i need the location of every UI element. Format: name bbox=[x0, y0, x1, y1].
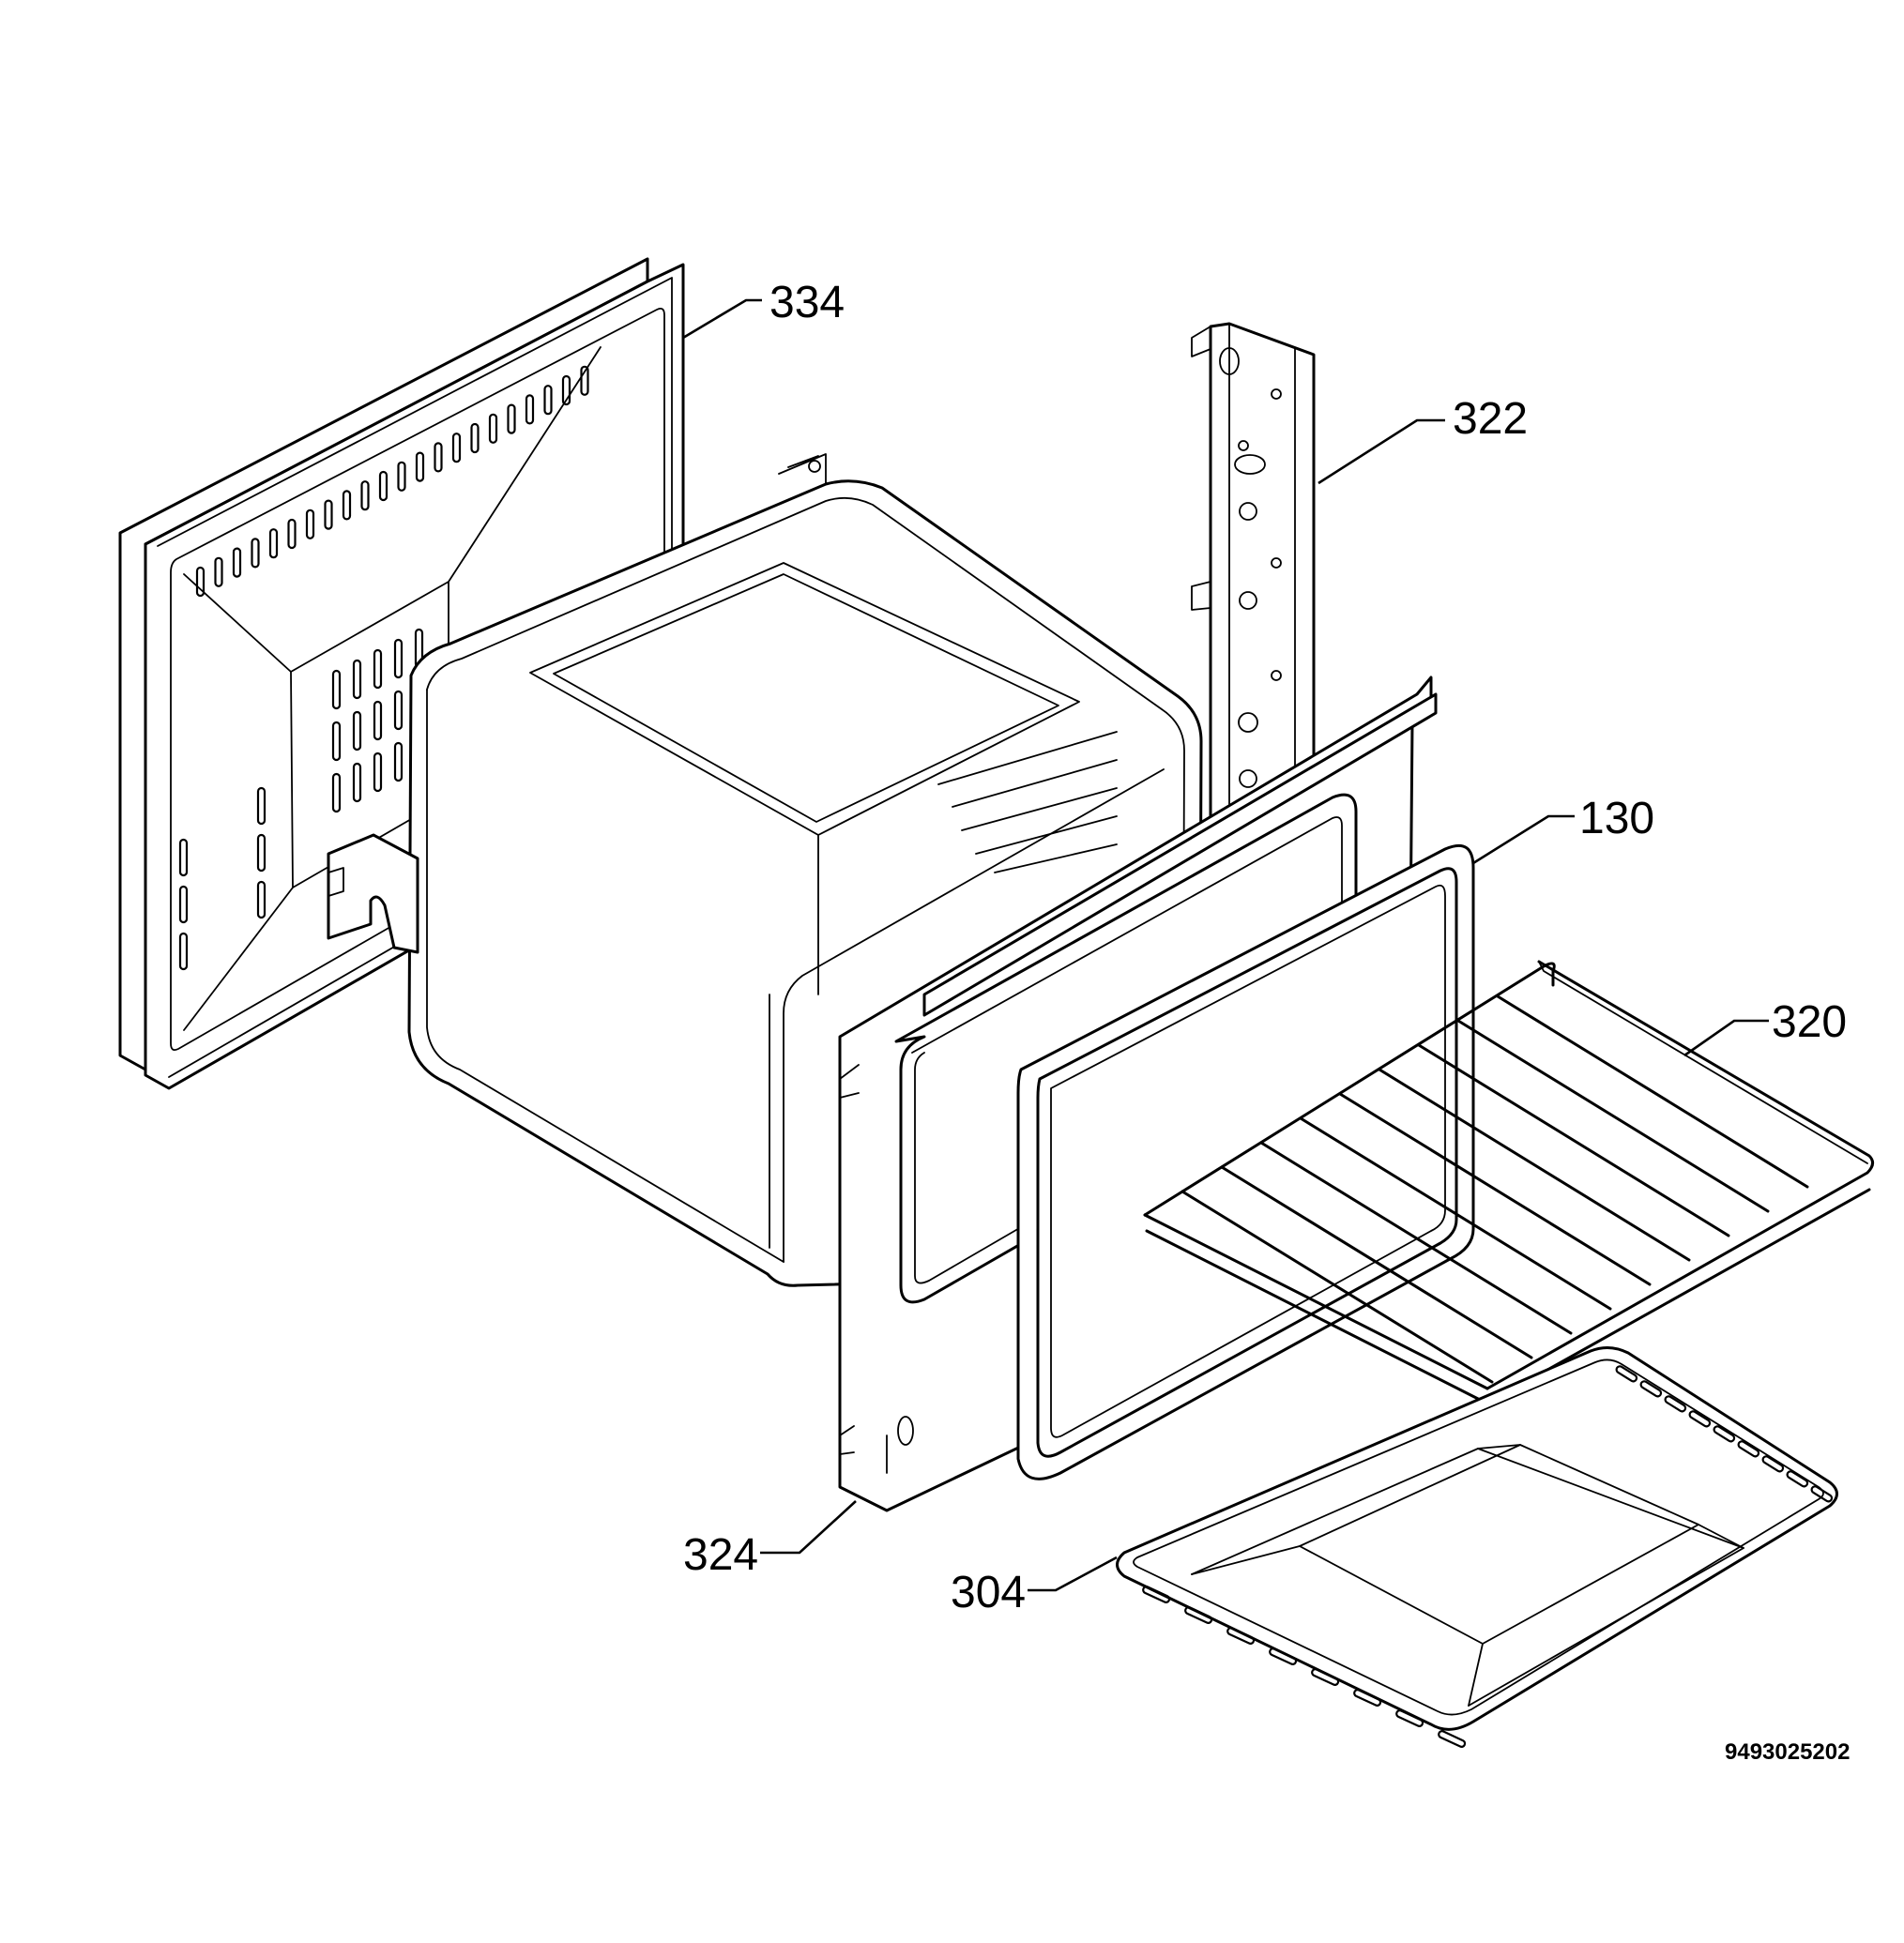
callout-130: 130 bbox=[1579, 794, 1654, 843]
part-130-door-gasket bbox=[1016, 814, 1575, 1480]
callout-304: 304 bbox=[951, 1568, 1026, 1617]
mounting-bracket bbox=[327, 833, 419, 954]
callout-324: 324 bbox=[683, 1530, 758, 1580]
callout-322: 322 bbox=[1453, 394, 1528, 444]
callout-334: 334 bbox=[769, 278, 845, 327]
callout-320: 320 bbox=[1772, 997, 1847, 1047]
diagram-reference-number: 9493025202 bbox=[1725, 1739, 1850, 1765]
part-304-baking-tray bbox=[1028, 1346, 1838, 1748]
